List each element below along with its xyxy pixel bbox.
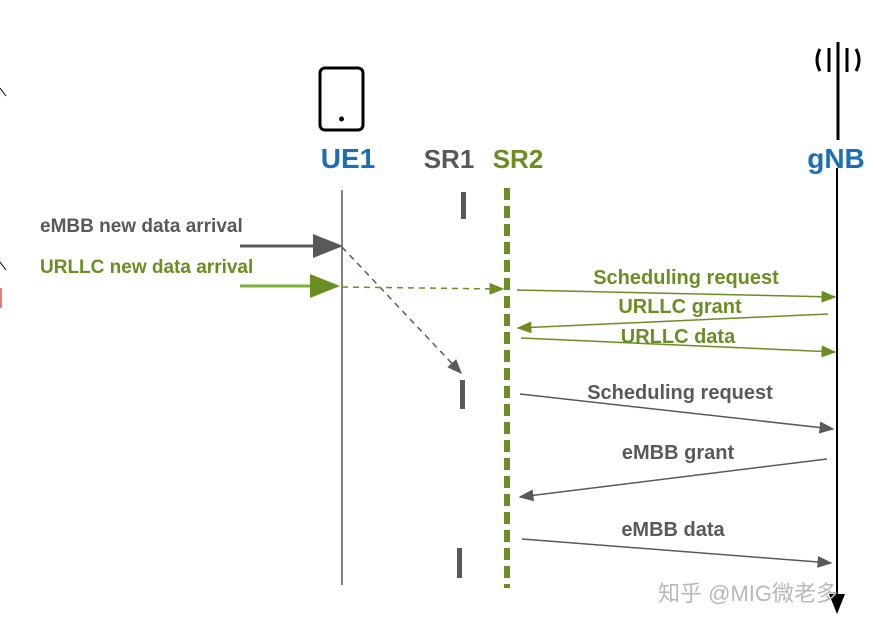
sr1-occasion (461, 192, 466, 219)
embb-sr-label: Scheduling request (587, 382, 773, 404)
urllc-data-label: URLLC data (621, 326, 736, 348)
sr1-occasion (457, 548, 462, 578)
embb-grant-arrow (518, 458, 828, 502)
urllc-wait-arrow (341, 282, 505, 295)
embb-arrival-label: eMBB new data arrival (40, 216, 243, 237)
embb-sr-arrow (519, 393, 835, 434)
urllc-grant-arrow (516, 313, 829, 334)
urllc-sr-arrow (516, 289, 837, 303)
sr2-header: SR2 (493, 144, 544, 174)
urllc-data-arrow (520, 337, 837, 358)
ue-header: UE1 (321, 143, 375, 174)
urllc-arrival-label: URLLC new data arrival (40, 257, 253, 278)
embb-data-arrow (521, 538, 833, 568)
edge-mark (0, 87, 7, 97)
urllc-grant-label: URLLC grant (618, 296, 742, 318)
embb-data-label: eMBB data (621, 519, 725, 541)
sr1-occasion (460, 380, 465, 409)
urllc-sr-label: Scheduling request (593, 267, 779, 289)
sr1-header: SR1 (424, 144, 475, 174)
edge-mark (0, 261, 7, 271)
embb-wait-arrow (341, 246, 463, 375)
radio-antenna-icon (815, 42, 861, 140)
mobile-phone-icon (318, 66, 365, 132)
embb-grant-label: eMBB grant (622, 442, 735, 464)
watermark-text: 知乎 @MIG微老多 (658, 581, 838, 606)
